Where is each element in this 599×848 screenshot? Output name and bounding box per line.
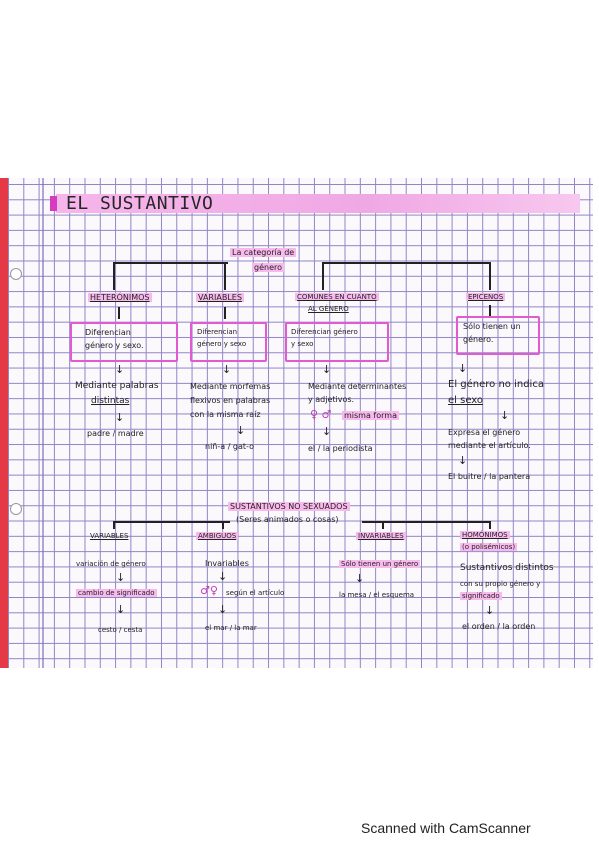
- invariables-heading: INVARIABLES: [356, 532, 406, 540]
- heteronimos-example: padre / madre: [87, 429, 144, 438]
- down-arrow-icon: ↓: [500, 409, 510, 422]
- down-arrow-icon: ↓: [355, 572, 365, 585]
- ambiguos-text2: según el artículo: [226, 589, 285, 597]
- s2-variables-heading: VARIABLES: [90, 532, 129, 540]
- gender-symbols-icon: ♀ ♂: [310, 408, 332, 421]
- down-arrow-icon: ↓: [222, 363, 232, 376]
- connector-line: [224, 307, 226, 319]
- down-arrow-icon: ↓: [115, 411, 125, 424]
- variables-text-line3: con la misma raíz: [190, 410, 261, 419]
- down-arrow-icon: ↓: [236, 424, 246, 437]
- connector-line: [118, 307, 120, 319]
- margin-line: [42, 178, 44, 668]
- section1-header-line2: género: [252, 263, 284, 272]
- connector-line: [322, 262, 490, 264]
- down-arrow-icon: ↓: [322, 363, 332, 376]
- page-title: EL SUSTANTIVO: [66, 193, 214, 214]
- down-arrow-icon: ↓: [458, 362, 468, 375]
- epicenos-heading: EPICENOS: [466, 293, 506, 301]
- ambiguos-text: Invariables: [205, 559, 249, 568]
- connector-line: [489, 262, 491, 290]
- connector-line: [222, 521, 224, 529]
- section1-header-line1: La categoría de: [230, 248, 297, 257]
- comunes-text-line1: Mediante determinantes: [308, 382, 407, 391]
- connector-line: [113, 521, 115, 529]
- connector-line: [113, 262, 228, 264]
- gender-symbols-icon: ♂♀: [200, 584, 218, 597]
- connector-line: [224, 262, 226, 290]
- scanner-footer: Scanned with CamScanner: [361, 820, 531, 836]
- epicenos-text-line1: El género no indica: [448, 379, 544, 390]
- s2-variables-text2: cambio de significado: [76, 589, 157, 597]
- binder-hole-bottom: [10, 503, 22, 515]
- comunes-box-line1: Diferencian género: [291, 328, 358, 336]
- heteronimos-box-line1: Diferencian: [85, 328, 131, 337]
- down-arrow-icon: ↓: [322, 425, 332, 438]
- connector-line: [113, 262, 115, 290]
- variables-box-line2: género y sexo: [197, 340, 247, 348]
- comunes-box-line2: y sexo: [291, 340, 314, 348]
- down-arrow-icon: ↓: [218, 570, 228, 583]
- title-marker: [50, 196, 57, 211]
- s2-variables-example: cesto / cesta: [98, 626, 143, 634]
- comunes-symbols-text: misma forma: [342, 411, 399, 420]
- title-highlight: [56, 194, 580, 213]
- comunes-example: el / la periodista: [308, 444, 373, 453]
- down-arrow-icon: ↓: [115, 363, 125, 376]
- heteronimos-text-line2: distintas: [91, 396, 130, 406]
- connector-line: [322, 262, 324, 290]
- epicenos-box-line1: Sólo tienen un: [463, 322, 521, 331]
- variables-example: niñ-a / gat-o: [205, 442, 254, 451]
- heteronimos-text-line1: Mediante palabras: [75, 381, 159, 391]
- ambiguos-example: el mar / la mar: [205, 624, 257, 632]
- connector-line: [382, 521, 384, 529]
- binder-hole-top: [10, 268, 22, 280]
- homonimos-text2-line1: con su propio género y: [460, 580, 541, 588]
- heteronimos-box: [70, 322, 178, 362]
- heteronimos-heading: HETERÓNIMOS: [88, 293, 152, 302]
- epicenos-text2-line1: Expresa el género: [448, 428, 521, 437]
- epicenos-box-line2: género.: [463, 335, 494, 344]
- section2-header-line1: SUSTANTIVOS NO SEXUADOS: [228, 502, 350, 511]
- variables-text-line2: flexivos en palabras: [190, 396, 271, 405]
- variables-box-line1: Diferencian: [197, 328, 238, 336]
- comunes-box: [285, 322, 389, 362]
- epicenos-text-line2: el sexo: [448, 395, 484, 406]
- heteronimos-box-line2: género y sexo.: [85, 341, 144, 350]
- ambiguos-heading: AMBIGUOS: [196, 532, 239, 540]
- homonimos-example: el orden / la orden: [462, 622, 536, 631]
- connector-line: [489, 305, 491, 317]
- comunes-heading-line2: AL GÉNERO: [308, 305, 349, 313]
- section2-header-line2: (Seres animados o cosas): [236, 515, 339, 524]
- variables-box: [190, 322, 267, 362]
- down-arrow-icon: ↓: [458, 454, 468, 467]
- down-arrow-icon: ↓: [116, 603, 126, 616]
- down-arrow-icon: ↓: [218, 603, 228, 616]
- down-arrow-icon: ↓: [116, 571, 126, 584]
- down-arrow-icon: ↓: [485, 604, 495, 617]
- epicenos-example: El buitre / la pantera: [448, 472, 531, 481]
- s2-variables-text: variación de género: [76, 560, 146, 568]
- epicenos-text2-line2: mediante el artículo.: [448, 441, 531, 450]
- connector-line: [489, 521, 491, 529]
- homonimos-heading-line2: (o polisémicos): [460, 543, 518, 551]
- page-edge-strip: [0, 178, 8, 668]
- invariables-example: la mesa / el esquema: [339, 591, 415, 599]
- comunes-heading-line1: COMUNES EN CUANTO: [295, 293, 379, 301]
- grid-paper: [8, 178, 593, 668]
- connector-line: [113, 521, 230, 523]
- homonimos-text2-line2: significado: [460, 592, 502, 600]
- homonimos-heading-line1: HOMÓNIMOS: [460, 531, 510, 539]
- variables-heading: VARIABLES: [196, 293, 244, 302]
- invariables-text: Sólo tienen un género: [339, 560, 421, 568]
- epicenos-box: [456, 316, 540, 355]
- comunes-text-line2: y adjetivos.: [308, 395, 355, 404]
- homonimos-text: Sustantivos distintos: [460, 563, 554, 573]
- variables-text-line1: Mediante morfemas: [190, 382, 271, 391]
- connector-line: [362, 521, 490, 523]
